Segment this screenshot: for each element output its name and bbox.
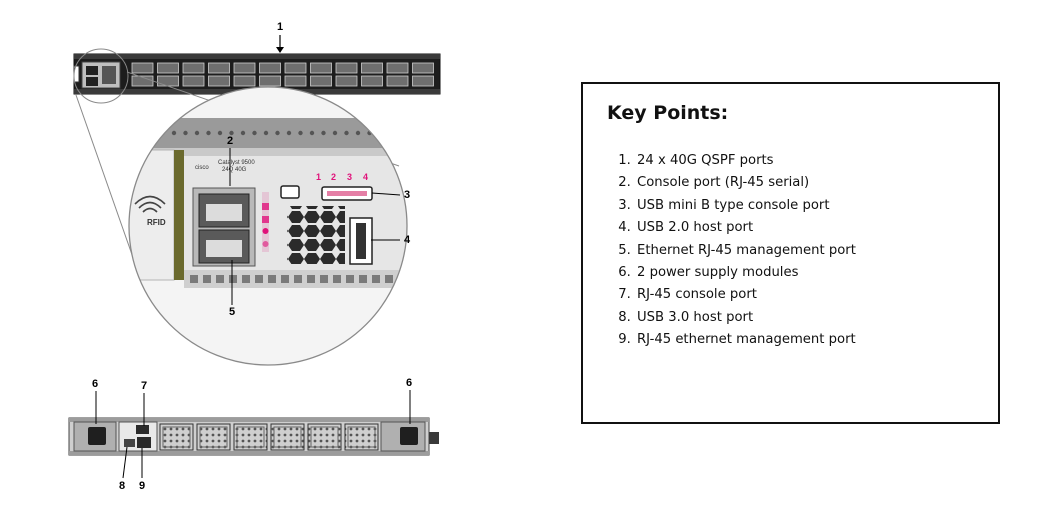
callout-1-arrowhead <box>276 47 284 53</box>
qsfp-port <box>131 62 154 74</box>
port-number-1: 1 <box>316 172 322 182</box>
key-point-item: USB 2.0 host port <box>635 217 856 239</box>
qsfp-port <box>284 62 307 74</box>
callout-4: 4 <box>404 234 411 246</box>
key-point-item: Ethernet RJ-45 management port <box>635 240 856 262</box>
rear-panel <box>68 417 439 456</box>
qsfp-port-group <box>131 62 434 87</box>
fan-module <box>233 423 268 451</box>
key-points-list: 24 x 40G QSPF ports Console port (RJ-45 … <box>613 150 856 352</box>
qsfp-port <box>233 62 256 74</box>
qsfp-port <box>386 75 409 87</box>
qsfp-port <box>361 75 383 87</box>
callout-8-line <box>122 446 128 479</box>
callout-6-right: 6 <box>406 377 413 389</box>
callout-7: 7 <box>141 380 148 392</box>
cisco-logo: cisco <box>195 165 209 171</box>
qsfp-port <box>259 62 281 74</box>
zoom-detail <box>128 86 408 366</box>
key-point-item: Console port (RJ-45 serial) <box>635 172 856 194</box>
rfid-label: RFID <box>147 218 166 227</box>
fan-module <box>307 423 342 451</box>
fan-module <box>196 423 231 451</box>
callout-1: 1 <box>277 21 284 33</box>
callout-2: 2 <box>227 135 234 147</box>
zoom-source-circle <box>73 48 129 104</box>
fan-module <box>270 423 305 451</box>
qsfp-port <box>208 75 230 87</box>
callout-3-line <box>371 192 401 196</box>
port-number-2: 2 <box>331 172 337 182</box>
key-points-box: Key Points: 24 x 40G QSPF ports Console … <box>581 82 1000 424</box>
qsfp-port <box>310 62 332 74</box>
qsfp-port <box>208 62 230 74</box>
model-name-line2: 24Q 40G <box>222 167 247 173</box>
rfid-wave-icon <box>134 195 166 213</box>
key-point-item: 2 power supply modules <box>635 262 856 284</box>
key-point-item: USB mini B type console port <box>635 195 856 217</box>
key-point-item: USB 3.0 host port <box>635 307 856 329</box>
qsfp-port <box>284 75 307 87</box>
qsfp-port <box>182 62 205 74</box>
qsfp-port <box>259 75 281 87</box>
qsfp-port <box>157 75 179 87</box>
port-number-3: 3 <box>347 172 353 182</box>
callout-8: 8 <box>119 480 126 492</box>
qsfp-port <box>386 62 409 74</box>
qsfp-port <box>310 75 332 87</box>
callout-9: 9 <box>139 480 146 492</box>
callout-5: 5 <box>229 306 236 318</box>
qsfp-port <box>335 62 358 74</box>
qsfp-port <box>412 62 434 74</box>
fan-module <box>159 423 194 451</box>
qsfp-port <box>233 75 256 87</box>
qsfp-port <box>412 75 434 87</box>
qsfp-port <box>157 62 179 74</box>
front-panel <box>73 53 441 95</box>
qsfp-port <box>182 75 205 87</box>
key-point-item: 24 x 40G QSPF ports <box>635 150 856 172</box>
qsfp-port <box>361 62 383 74</box>
key-point-item: RJ-45 ethernet management port <box>635 329 856 351</box>
fan-module <box>344 423 379 451</box>
port-number-4: 4 <box>363 172 369 182</box>
model-name-line1: Catalyst 9500 <box>218 160 255 166</box>
callout-3: 3 <box>404 189 411 201</box>
key-point-item: RJ-45 console port <box>635 284 856 306</box>
zoom-circle-border <box>128 86 408 366</box>
callout-6-left: 6 <box>92 378 99 390</box>
key-points-title: Key Points: <box>607 102 729 124</box>
zoom-leader-left <box>75 94 137 267</box>
qsfp-port <box>335 75 358 87</box>
